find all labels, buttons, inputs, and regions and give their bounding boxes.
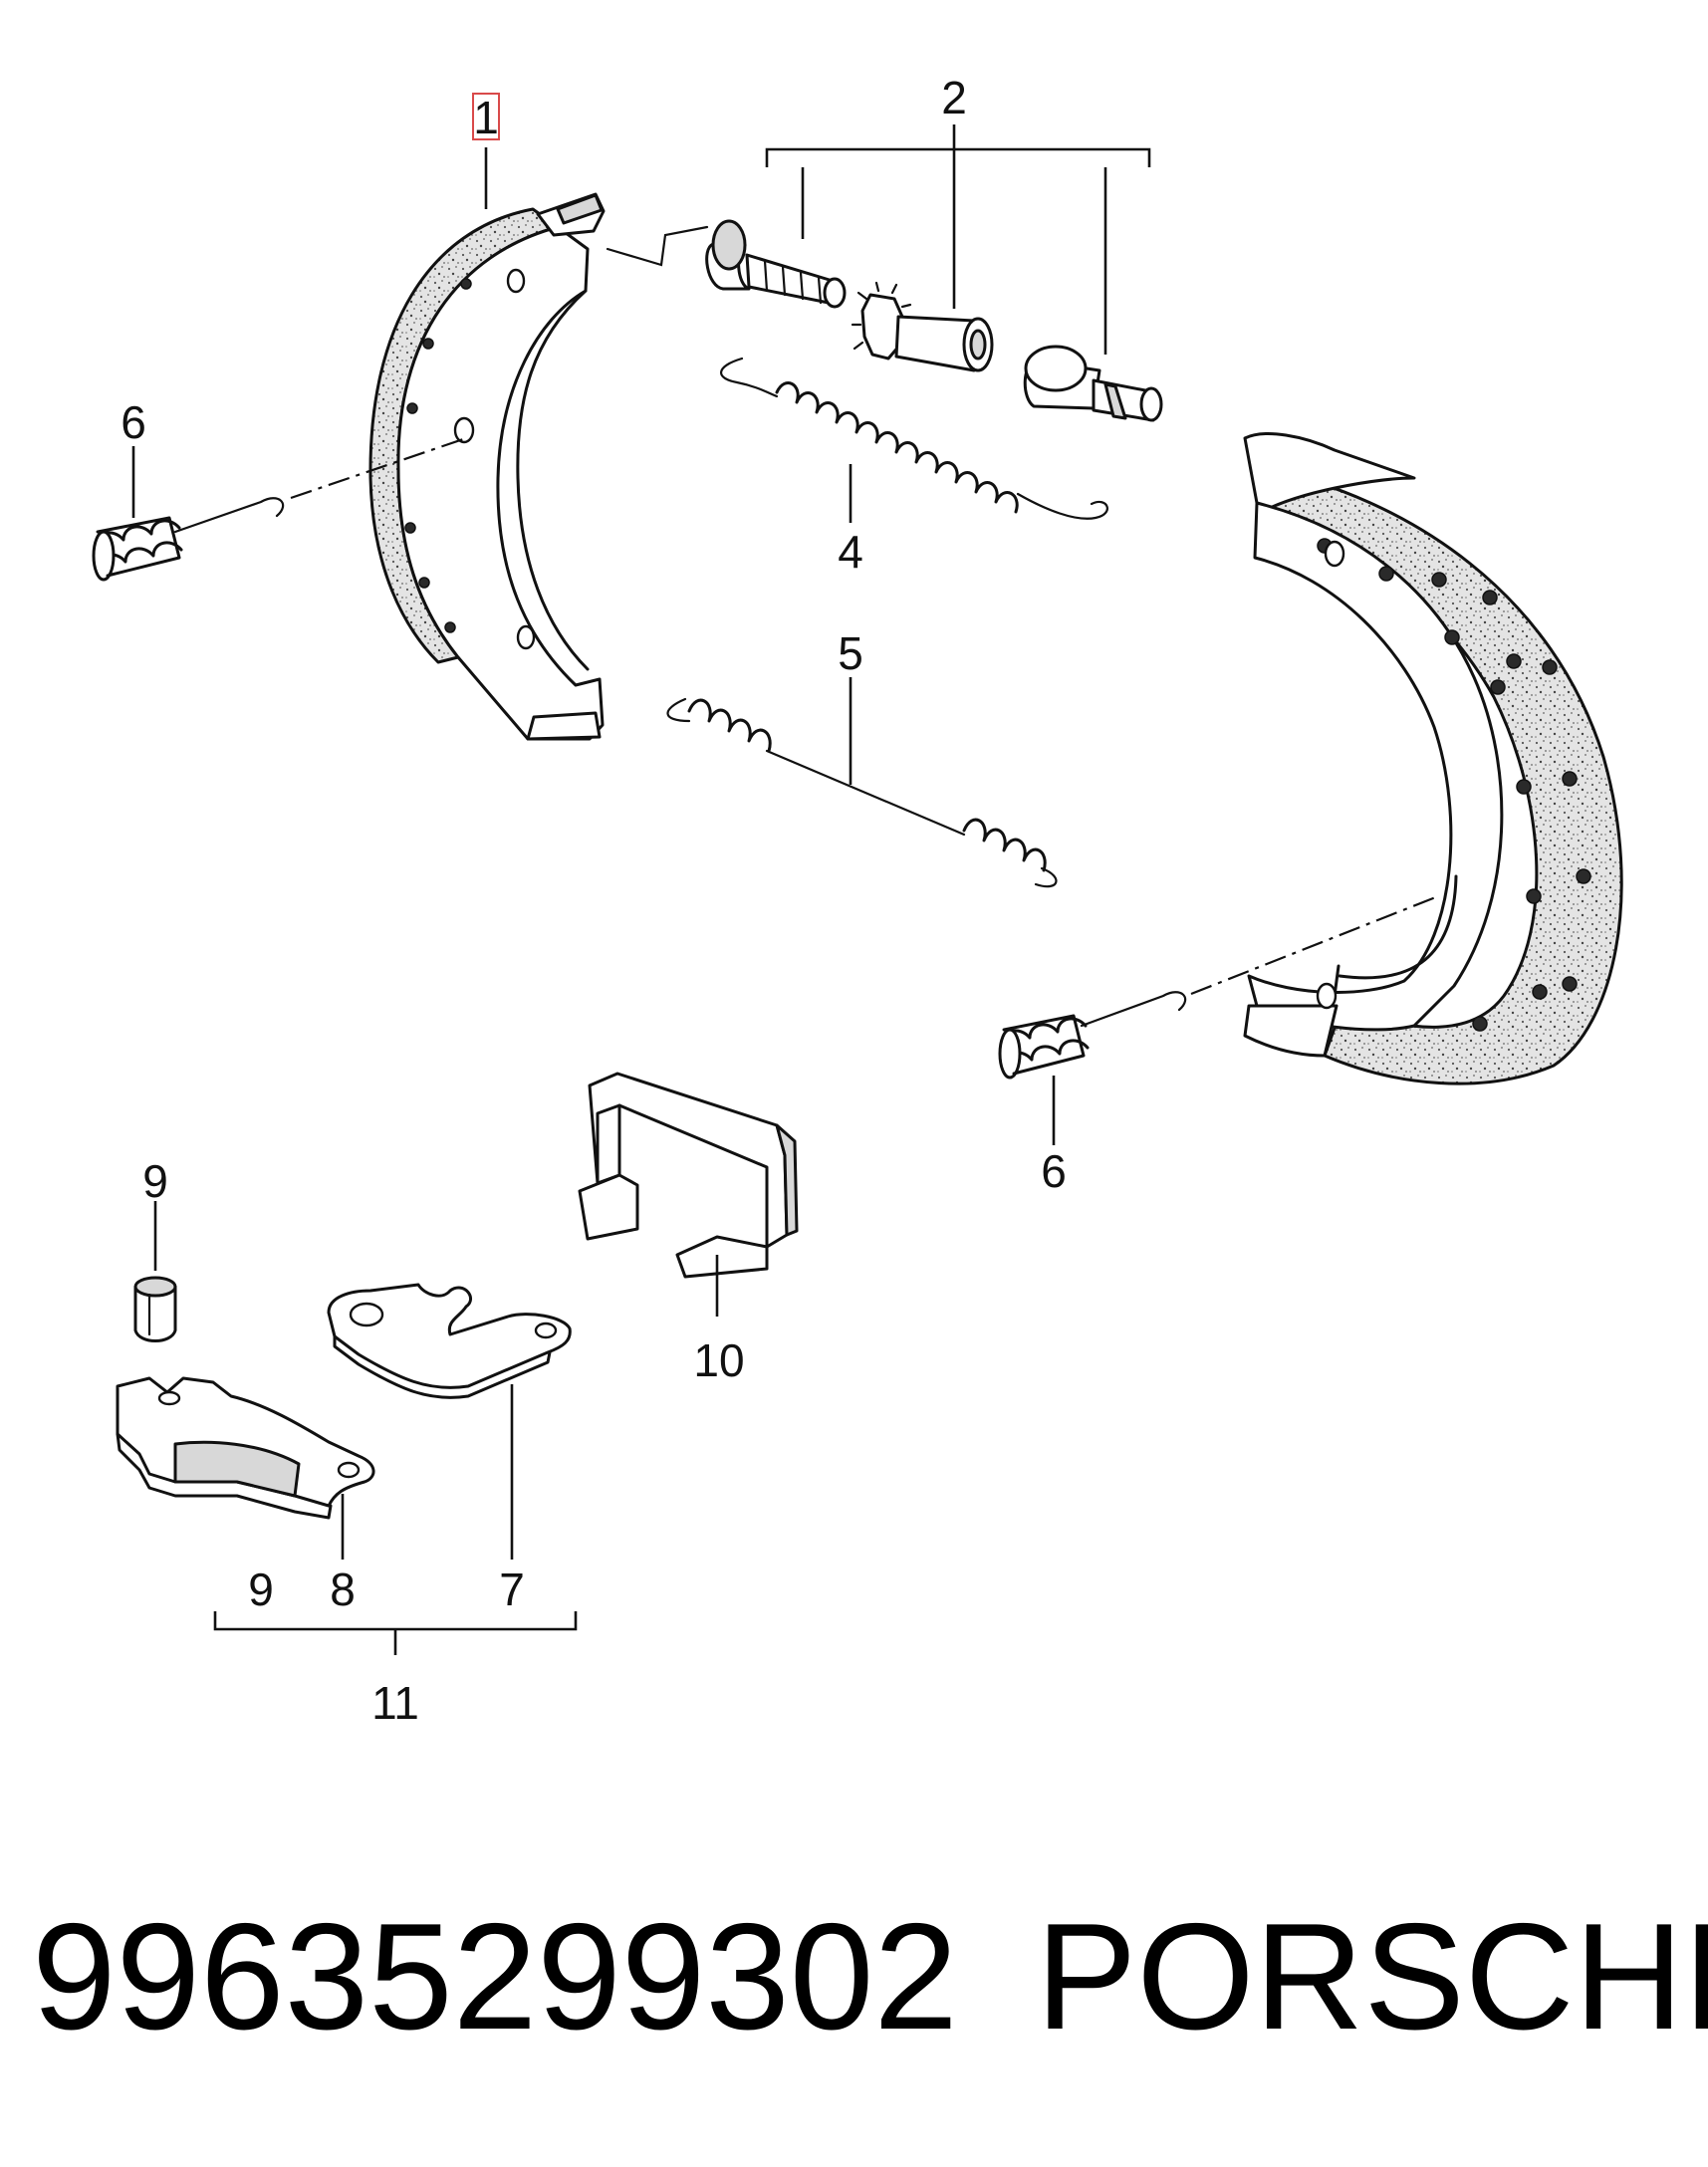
leader-lines [131,124,1151,1655]
return-spring-upper [720,357,1108,520]
centerline-left [290,436,467,500]
return-spring-lower [666,697,1058,888]
callout-6-right[interactable]: 6 [1041,1145,1067,1197]
centerline-right [1190,894,1439,996]
adjuster-screw [705,219,847,309]
callout-7[interactable]: 7 [499,1564,525,1615]
part-number: 99635299302 [32,1892,958,2061]
callout-9-top[interactable]: 9 [142,1155,168,1207]
callout-4[interactable]: 4 [838,526,863,578]
callout-10[interactable]: 10 [693,1334,744,1386]
brake-shoe-left [368,192,606,741]
adjuster-star-wheel [851,281,994,372]
adjuster-plate [327,1283,572,1399]
retaining-clip [578,1072,799,1279]
connector-line [606,225,709,267]
brake-shoe-right [1243,432,1623,1085]
callout-11[interactable]: 11 [371,1677,419,1729]
callout-1[interactable]: 1 [473,92,499,143]
adjuster-pushrod-socket [1023,345,1163,422]
adjuster-lever [116,1376,375,1520]
sleeve [133,1276,177,1342]
brand-name: PORSCHE [1036,1892,1708,2061]
callout-5[interactable]: 5 [838,627,863,679]
callout-9-bottom[interactable]: 9 [248,1564,274,1615]
callout-8[interactable]: 8 [330,1564,356,1615]
hold-down-spring-right [998,991,1187,1080]
hold-down-spring-left [92,497,285,582]
callout-2[interactable]: 2 [941,72,967,123]
callout-highlight-box [472,93,500,140]
callout-6-left[interactable]: 6 [121,396,146,448]
